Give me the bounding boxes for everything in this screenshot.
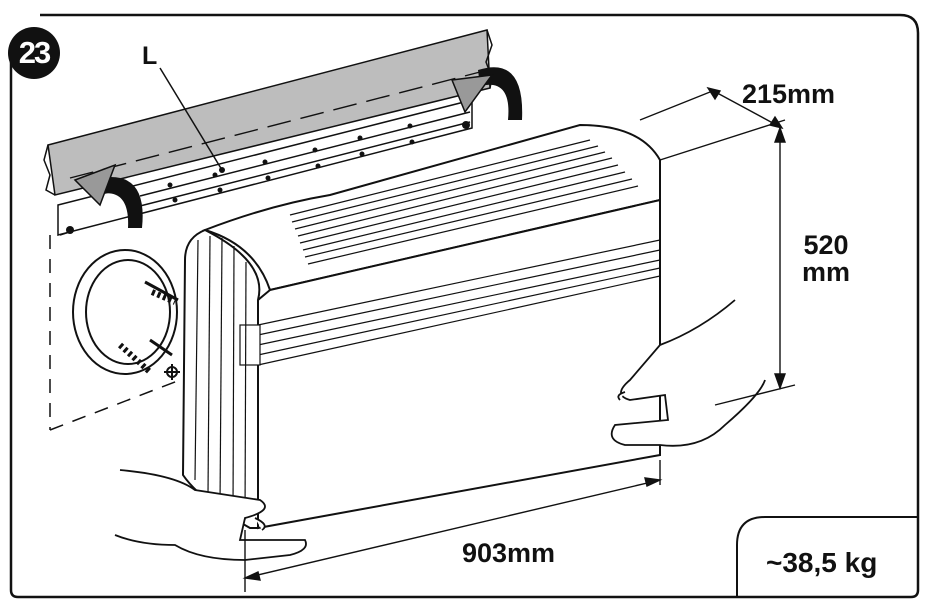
hook-arrow-left	[73, 163, 143, 228]
left-hand	[114, 469, 307, 561]
depth-dimension-label: 215mm	[742, 79, 836, 109]
height-dimension-label: 520 mm	[791, 232, 861, 286]
height-unit: mm	[801, 257, 850, 287]
front-louver	[239, 239, 661, 366]
width-dimension-label: 903mm	[462, 538, 556, 568]
step-number-badge: 23	[8, 27, 60, 79]
dimension-lines	[242, 86, 796, 592]
weight-label: ~38,5 kg	[766, 547, 878, 578]
top-grille	[269, 139, 661, 291]
weight-box	[736, 516, 918, 597]
leader-L	[159, 67, 223, 171]
height-value: 520	[803, 230, 849, 260]
right-hand	[610, 299, 766, 447]
wall-pipe	[72, 249, 180, 380]
left-side-ribs	[194, 235, 247, 521]
mounting-bracket	[57, 99, 473, 236]
hook-arrow-right	[450, 67, 523, 120]
part-label-L: L	[142, 42, 158, 70]
outer-border	[9, 13, 920, 599]
